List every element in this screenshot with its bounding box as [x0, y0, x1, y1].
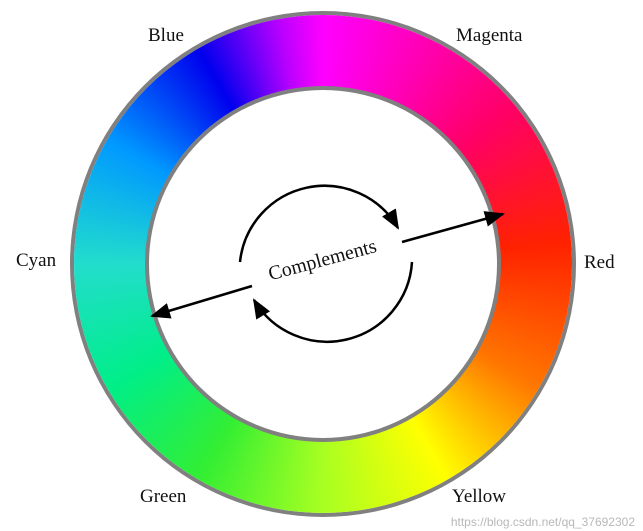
- watermark-text: https://blog.csdn.net/qq_37692302: [450, 515, 635, 529]
- label-cyan: Cyan: [16, 250, 57, 271]
- label-green: Green: [140, 486, 187, 507]
- label-red: Red: [584, 252, 615, 273]
- complements-label: Complements: [266, 235, 379, 285]
- circular-arrow-bottom: [252, 261, 414, 343]
- circular-arrow-top: [238, 184, 400, 263]
- label-magenta: Magenta: [456, 25, 523, 46]
- complement-arrow-left: [150, 284, 253, 319]
- label-blue: Blue: [148, 25, 184, 46]
- ring-center: [149, 90, 497, 438]
- label-yellow: Yellow: [452, 486, 507, 507]
- complement-arrow-right: [401, 211, 505, 244]
